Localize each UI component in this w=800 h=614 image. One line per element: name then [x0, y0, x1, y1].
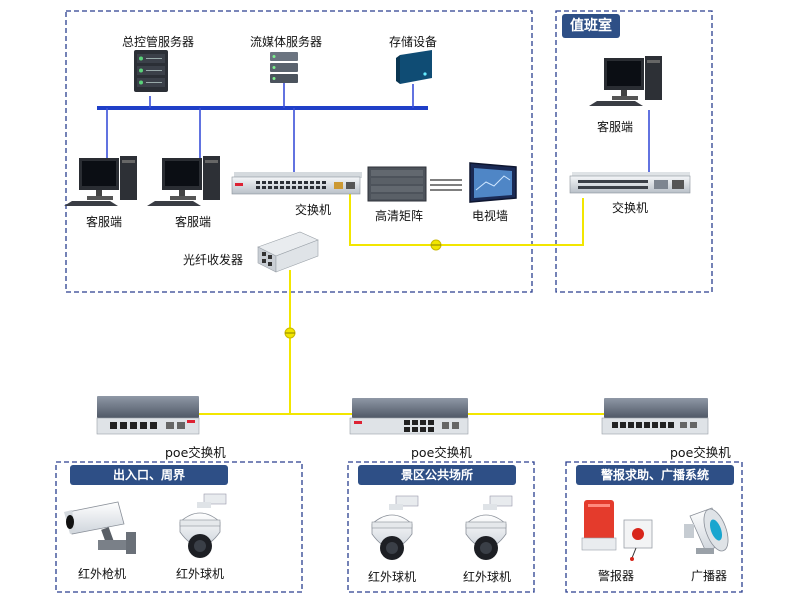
poe-switch-label: poe交换机	[411, 445, 472, 460]
fiber-transceiver-label: 光纤收发器	[183, 253, 244, 267]
dome-camera-label: 红外球机	[176, 567, 225, 581]
control-server-label: 总控管服务器	[122, 35, 195, 49]
media-server-icon	[270, 52, 298, 83]
duty-room-title: 值班室	[562, 14, 620, 38]
client-label: 客服端	[597, 120, 634, 134]
video-wall-icon	[469, 162, 517, 203]
duty-room-border	[555, 10, 713, 293]
dome-camera-icon	[465, 495, 513, 560]
storage-device-label: 存储设备	[389, 35, 438, 49]
fiber-node-icon	[284, 239, 442, 339]
hd-matrix-icon	[367, 166, 427, 202]
duty-switch-icon	[569, 172, 691, 194]
core-switch-icon	[231, 172, 362, 195]
zone-alarm-title: 警报求助、广播系统	[576, 465, 734, 485]
client-pc-icon	[589, 56, 662, 106]
poe-switch-icon	[601, 398, 709, 435]
poe-switch-icon	[96, 396, 200, 435]
fiber-transceiver-icon	[257, 231, 319, 273]
dome-camera-label: 红外球机	[368, 570, 417, 584]
zone-alarm-border	[565, 461, 743, 593]
control-server-icon	[134, 50, 168, 92]
bullet-camera-icon	[64, 501, 136, 554]
zone-public-border	[347, 461, 535, 593]
media-server-label: 流媒体服务器	[250, 35, 323, 49]
video-wall-label: 电视墙	[472, 209, 509, 223]
central-room-border	[65, 10, 533, 293]
matrix-to-wall-link	[430, 179, 462, 191]
poe-switch-label: poe交换机	[670, 445, 731, 460]
broadcast-label: 广播器	[691, 569, 728, 583]
bullet-camera-label: 红外枪机	[78, 567, 127, 581]
client-pc-icon	[147, 156, 220, 206]
poe-switch-icon	[349, 398, 469, 435]
zone-entrance-title: 出入口、周界	[70, 465, 228, 485]
zone-entrance-border	[55, 461, 303, 593]
lan-links	[106, 82, 650, 172]
dome-camera-icon	[371, 495, 419, 560]
alarm-siren-icon	[581, 500, 617, 551]
dome-camera-label: 红外球机	[463, 570, 512, 584]
duty-switch-label: 交换机	[612, 201, 649, 215]
dome-camera-icon	[179, 493, 227, 558]
client-label: 客服端	[86, 215, 123, 229]
zone-public-title: 景区公共场所	[358, 465, 516, 485]
client-label: 客服端	[175, 215, 212, 229]
panic-button-icon	[623, 519, 653, 561]
storage-device-icon	[396, 50, 432, 84]
alarm-label: 警报器	[598, 569, 635, 583]
core-switch-label: 交换机	[295, 203, 332, 217]
poe-switch-label: poe交换机	[165, 445, 226, 460]
broadcast-speaker-icon	[684, 507, 729, 554]
client-pc-icon	[64, 156, 137, 206]
hd-matrix-label: 高清矩阵	[375, 209, 424, 223]
